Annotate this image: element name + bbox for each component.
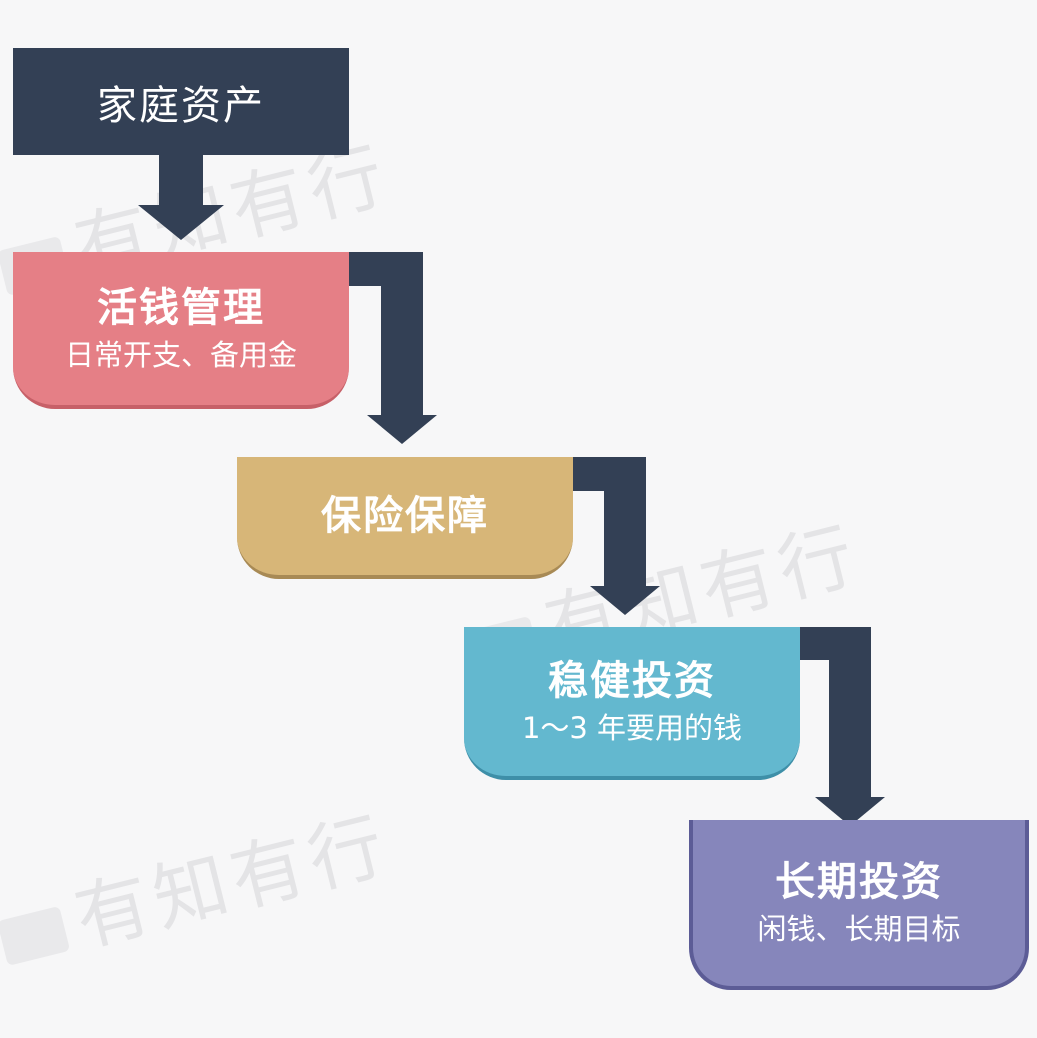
step-subtitle: 日常开支、备用金 — [64, 337, 297, 372]
arrow-header-to-step1 — [138, 155, 224, 240]
step-title: 稳健投资 — [548, 657, 716, 704]
arrow-step3-to-step4 — [800, 627, 885, 826]
arrow-step2-to-step3 — [573, 457, 660, 615]
step-subtitle: 1～3 年要用的钱 — [521, 710, 743, 745]
step-node-stable-investment: 稳健投资 1～3 年要用的钱 — [464, 627, 800, 780]
step-node-long-term-investment: 长期投资 闲钱、长期目标 — [689, 820, 1029, 990]
step-title: 保险保障 — [321, 493, 489, 539]
step-node-insurance: 保险保障 — [237, 457, 573, 579]
step-title: 活钱管理 — [97, 284, 265, 331]
step-subtitle: 闲钱、长期目标 — [757, 912, 961, 947]
step-title: 长期投资 — [775, 859, 943, 906]
arrow-step1-to-step2 — [349, 252, 437, 444]
root-node-title: 家庭资产 — [97, 82, 265, 129]
step-node-cash-management: 活钱管理 日常开支、备用金 — [13, 252, 349, 409]
root-node-family-assets: 家庭资产 — [13, 48, 349, 155]
